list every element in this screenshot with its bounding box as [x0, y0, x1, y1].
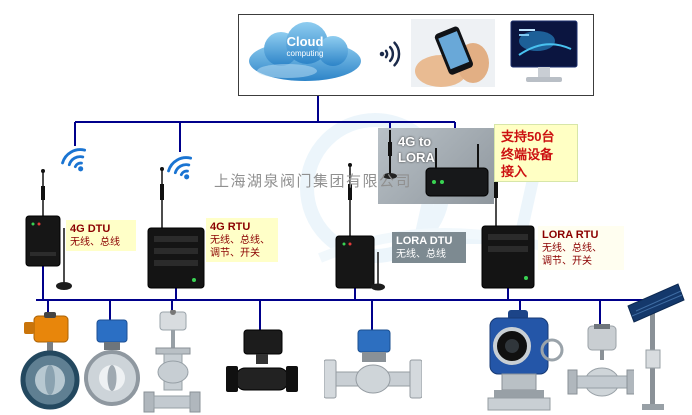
wifi-signal-icon — [379, 41, 401, 67]
cloud-label-line2: computing — [286, 49, 324, 58]
lora-dtu-desc: 无线、总线 — [396, 249, 446, 261]
lora-rtu-label: LORA RTU 无线、总线、 调节、开关 — [538, 226, 624, 271]
4g-rtu-device — [147, 167, 205, 289]
wifi-signal-icon — [61, 148, 87, 172]
black-ball-valve — [226, 329, 298, 392]
cloud-platform-panel: Cloud computing — [238, 14, 594, 96]
gateway-router-image — [383, 130, 489, 197]
capacity-note: 支持50台 终端设备 接入 — [494, 124, 578, 182]
cloud-label: Cloud computing — [245, 34, 365, 59]
cloud-computing-icon — [249, 22, 361, 81]
lora-rtu-desc2: 调节、开关 — [542, 256, 592, 268]
4g-rtu-desc2: 调节、开关 — [210, 248, 260, 260]
gateway-caption-line2: LORA — [398, 150, 435, 165]
4g-rtu-title: 4G RTU — [210, 221, 251, 233]
electric-gate-valve — [143, 310, 201, 413]
blue-electric-actuator-valve — [487, 310, 564, 411]
lora-dtu-title: LORA DTU — [396, 235, 453, 247]
flanged-ball-valve-blue-actuator — [324, 329, 422, 399]
gateway-caption: 4G to LORA — [398, 134, 448, 166]
4g-to-lora-gateway-photo: 4G to LORA — [378, 128, 494, 204]
capacity-note-line3: 接入 — [501, 164, 528, 180]
hand-holding-phone-photo — [411, 19, 495, 87]
desktop-monitor-photo — [510, 20, 578, 82]
4g-dtu-title: 4G DTU — [70, 223, 111, 235]
cloud-label-line1: Cloud — [286, 34, 324, 49]
4g-dtu-device — [25, 169, 72, 290]
wifi-signal-icon — [167, 156, 193, 180]
capacity-note-line1: 支持50台 — [501, 129, 555, 144]
lora-dtu-label: LORA DTU 无线、总线 — [392, 232, 466, 264]
gateway-caption-line1: 4G to — [398, 134, 432, 149]
4g-dtu-label: 4G DTU 无线、总线 — [66, 220, 136, 252]
electric-globe-valve — [567, 324, 634, 397]
lora-dtu-device — [335, 163, 385, 291]
company-watermark: 上海湖泉阀门集团有限公司 — [214, 173, 413, 190]
solar-panel-pole — [627, 283, 685, 410]
4g-dtu-desc: 无线、总线 — [70, 237, 120, 249]
4g-rtu-label: 4G RTU 无线、总线、 调节、开关 — [206, 218, 278, 263]
butterfly-valve-blue-actuator — [84, 319, 140, 406]
butterfly-valve-orange-actuator — [20, 312, 80, 410]
4g-rtu-desc1: 无线、总线、 — [210, 235, 270, 247]
lora-rtu-device — [481, 165, 535, 289]
capacity-note-line2: 终端设备 — [501, 146, 554, 162]
lora-rtu-desc1: 无线、总线、 — [542, 243, 602, 255]
lora-rtu-title: LORA RTU — [542, 229, 599, 241]
